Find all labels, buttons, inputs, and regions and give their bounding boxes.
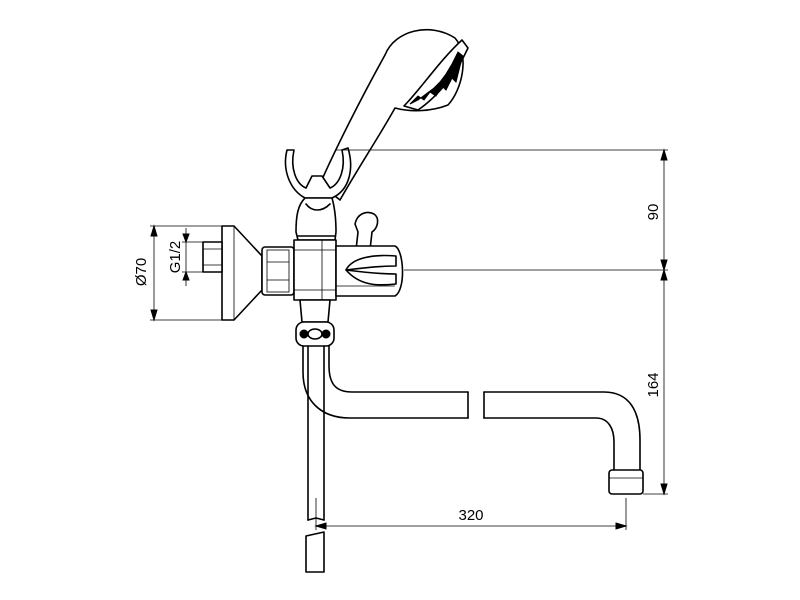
- dim-label-320: 320: [458, 507, 483, 524]
- dim-label-diameter-70: Ø70: [133, 258, 150, 286]
- shower-hose: [305, 345, 325, 573]
- hand-shower: [319, 29, 469, 201]
- swivel-joint: [295, 321, 335, 347]
- mixer-handle: [335, 245, 404, 297]
- wall-flange: [202, 225, 263, 321]
- diverter-lever: [354, 211, 379, 251]
- union-nut: [261, 246, 295, 296]
- dim-label-164: 164: [645, 372, 662, 397]
- dimension-lines: [150, 148, 668, 530]
- mixer-body: [293, 239, 337, 323]
- dim-label-90: 90: [645, 204, 662, 221]
- spout: [302, 345, 644, 495]
- shower-holder: [284, 147, 352, 241]
- dim-label-thread: G1/2: [167, 241, 184, 274]
